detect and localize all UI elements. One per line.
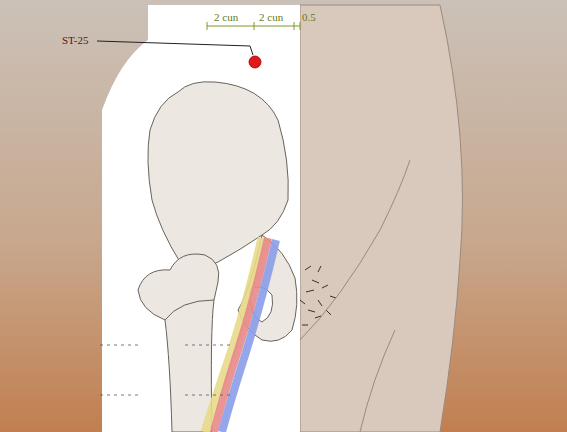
- point-name: ST-25: [62, 35, 89, 46]
- vein: [222, 240, 276, 432]
- trochanter-line: [165, 300, 214, 320]
- thigh-line: [360, 330, 395, 432]
- femur: [138, 254, 219, 432]
- acupoint-marker: [249, 56, 261, 68]
- dimension-bracket: [207, 22, 300, 30]
- dimension-label: 2 cun: [214, 12, 238, 23]
- dashed-marks: [100, 345, 230, 395]
- skeleton-panel: [102, 5, 300, 432]
- hair-strokes: [300, 266, 336, 325]
- dimension-label: 0.5: [302, 12, 316, 23]
- dimension-label: 2 cun: [259, 12, 283, 23]
- leader-line: [97, 41, 253, 55]
- artery: [214, 238, 268, 432]
- groin-line: [300, 160, 410, 340]
- body-skin: [300, 5, 463, 432]
